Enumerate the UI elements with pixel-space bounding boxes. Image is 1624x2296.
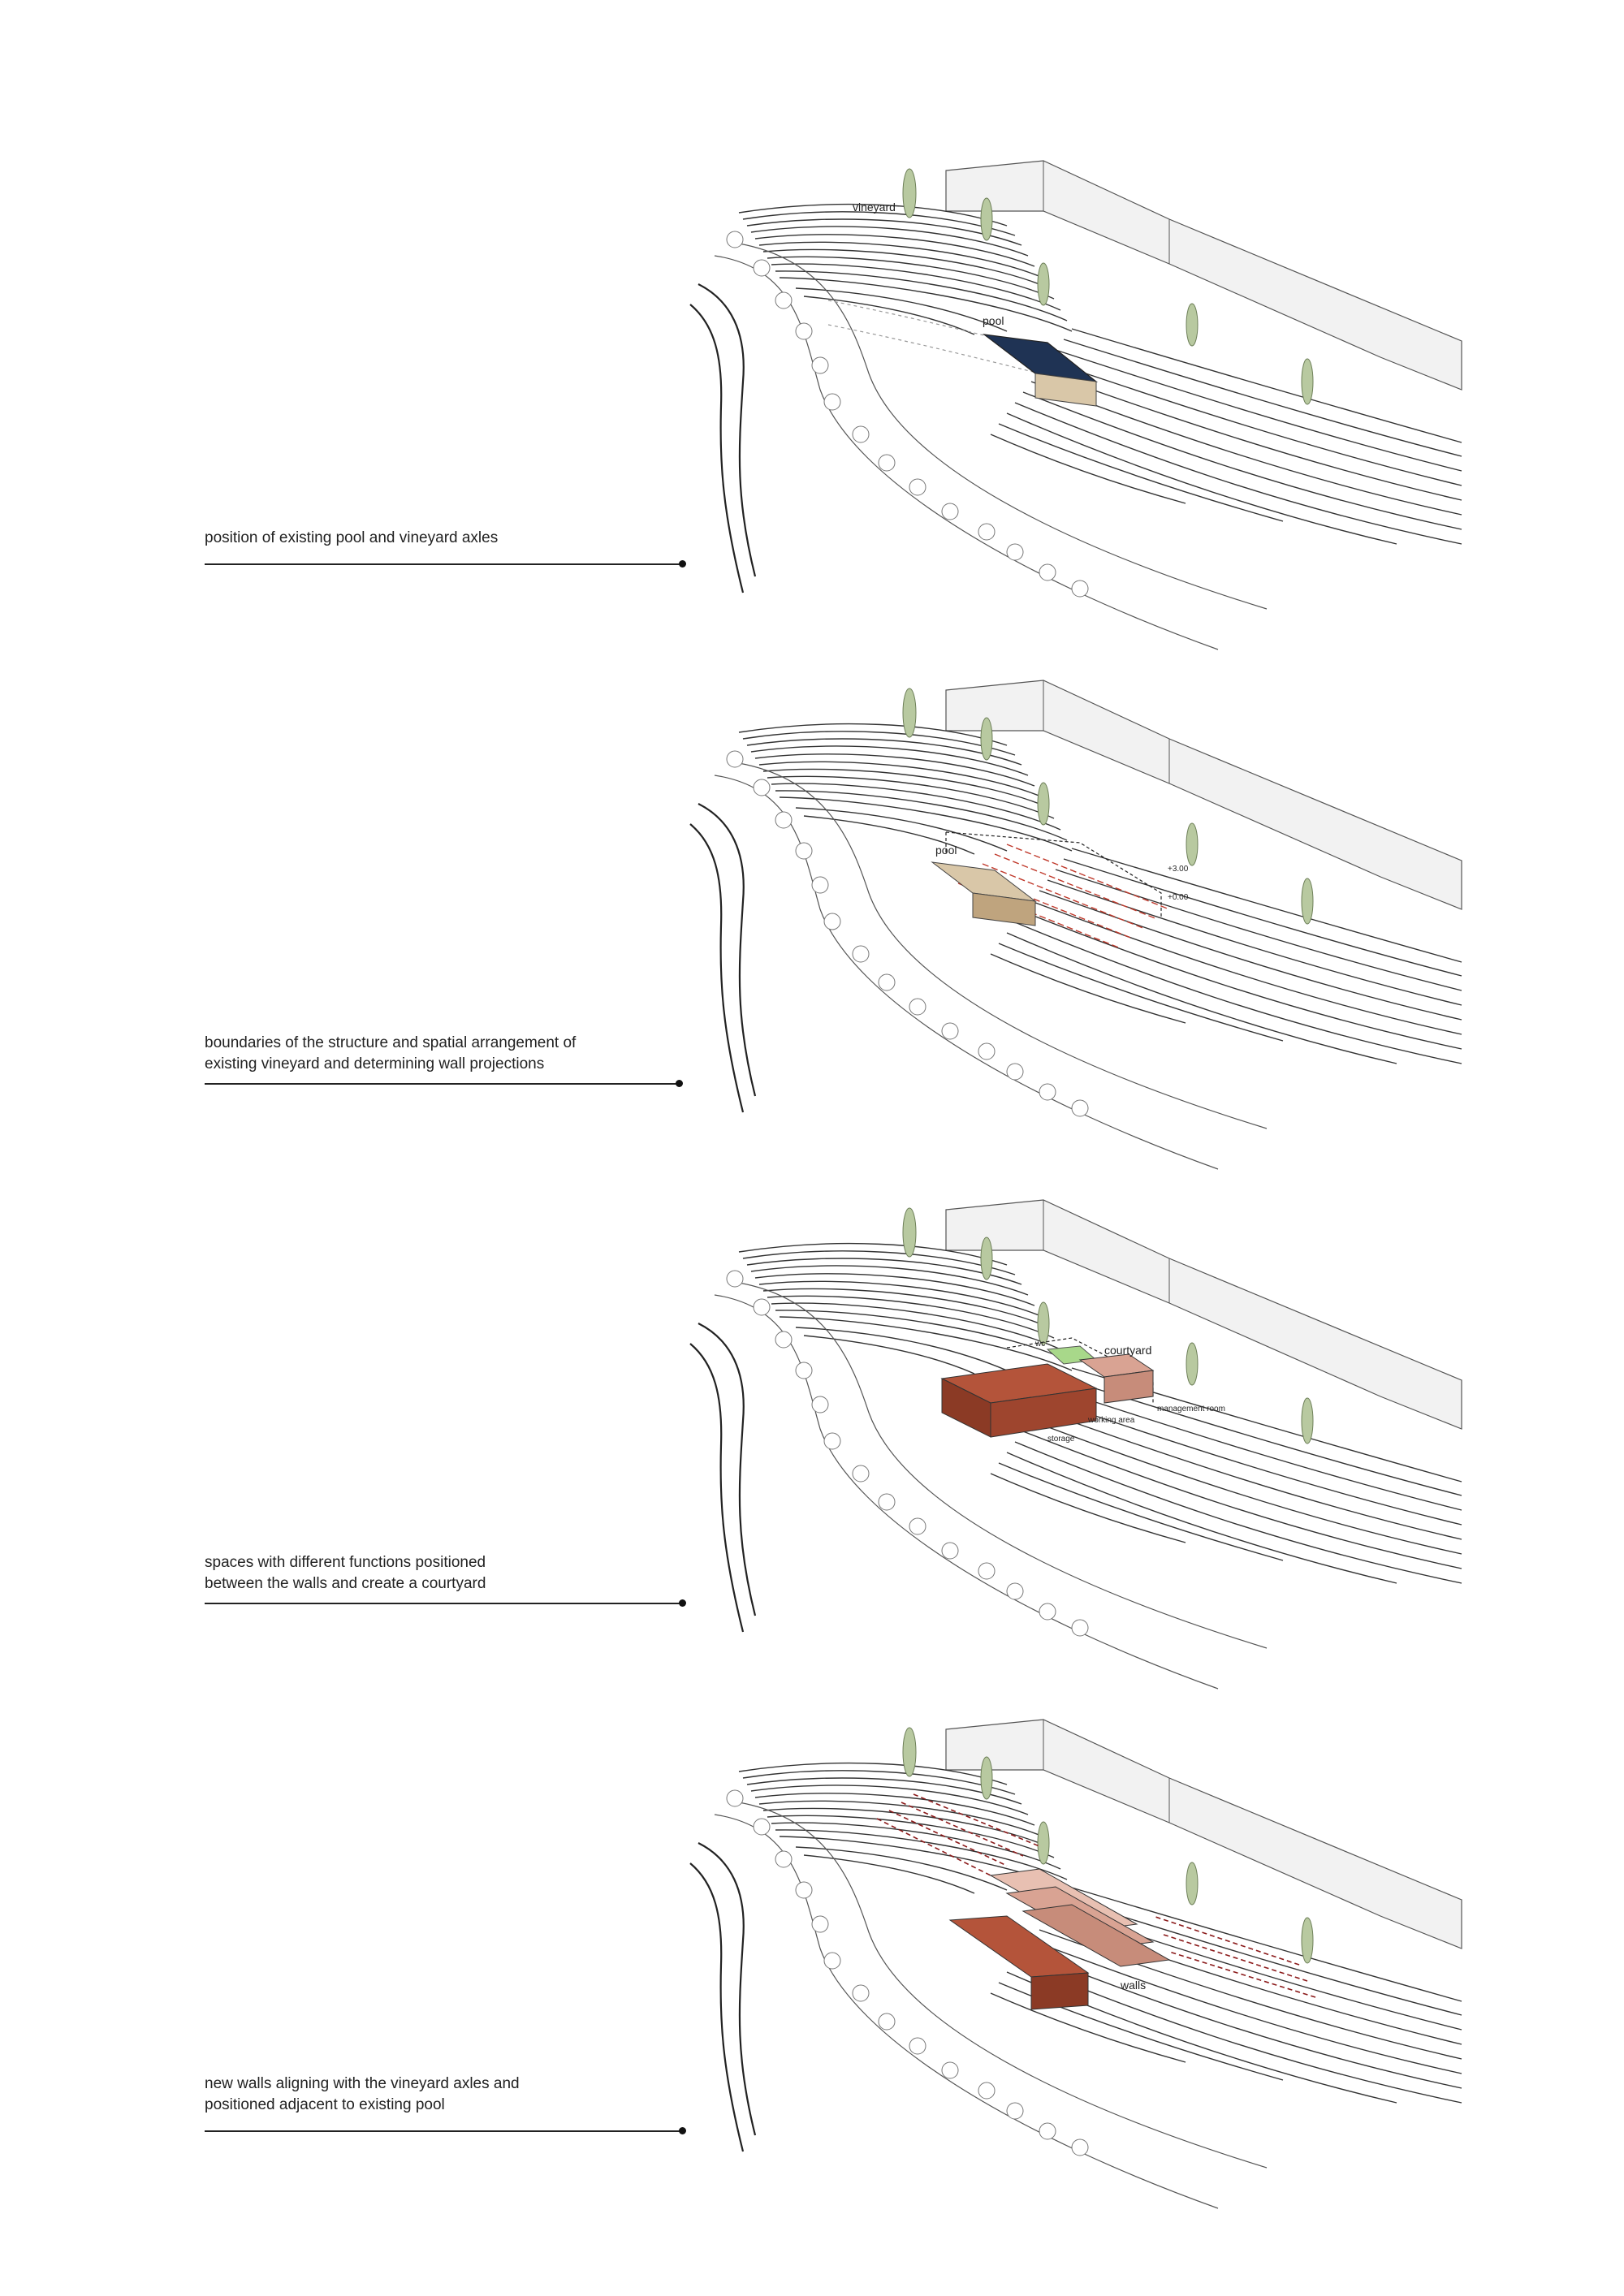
storage-label: storage [1047,1435,1075,1444]
panel-4: walls new walls aligning with the vineya… [0,1681,1624,2249]
caption-rule [205,563,682,565]
caption-dot [676,1080,683,1087]
caption-line: existing vineyard and determining wall p… [205,1055,545,1072]
caption-line: new walls aligning with the vineyard axl… [205,2075,520,2092]
caption-dot [679,560,686,568]
walls-label: walls [1120,1979,1146,1992]
diagram-panel-1: vineyard pool [689,159,1463,651]
diagram-panel-4: walls [689,1718,1463,2210]
management-room-label: management room [1157,1405,1225,1413]
pool-label: pool [983,314,1004,327]
diagram-panel-2: pool +3.00 +0.00 [689,679,1463,1171]
caption-panel-2: boundaries of the structure and spatial … [205,1033,708,1075]
new-walls [948,1868,1171,2010]
caption-line: positioned adjacent to existing pool [205,2096,445,2113]
caption-line: boundaries of the structure and spatial … [205,1034,577,1051]
caption-line: spaces with different functions position… [205,1554,486,1571]
caption-dot [679,1599,686,1607]
storage-block-end [941,1378,991,1438]
courtyard-label: courtyard [1104,1344,1151,1357]
caption-panel-4: new walls aligning with the vineyard axl… [205,2074,708,2116]
management-block-side [1104,1370,1154,1404]
vineyard-axis-arrows [876,1793,1316,1998]
caption-rule [205,1603,682,1604]
caption-panel-3: spaces with different functions position… [205,1552,708,1595]
pool-label: pool [935,844,957,857]
wc-label: wc [1034,1340,1045,1349]
diagram-panel-3: wc courtyard management room working are… [689,1198,1463,1690]
pool-edge [972,892,1036,926]
caption-panel-1: position of existing pool and vineyard a… [205,528,708,549]
panel-3: wc courtyard management room working are… [0,1161,1624,1729]
caption-dot [679,2127,686,2134]
working-area-label: working area [1087,1416,1135,1425]
level-low-label: +0.00 [1168,893,1189,902]
structure-boundary [945,831,1162,917]
vineyard-label: vineyard [853,201,896,214]
caption-rule [205,2130,682,2132]
caption-rule [205,1083,679,1085]
caption-line: between the walls and create a courtyard [205,1575,486,1592]
panel-1: vineyard pool position of existing pool … [0,122,1624,690]
pool-edge [1034,373,1097,407]
level-high-label: +3.00 [1168,865,1189,874]
caption-line: position of existing pool and vineyard a… [205,529,499,546]
panel-2: pool +3.00 +0.00 boundaries of the struc… [0,641,1624,1210]
